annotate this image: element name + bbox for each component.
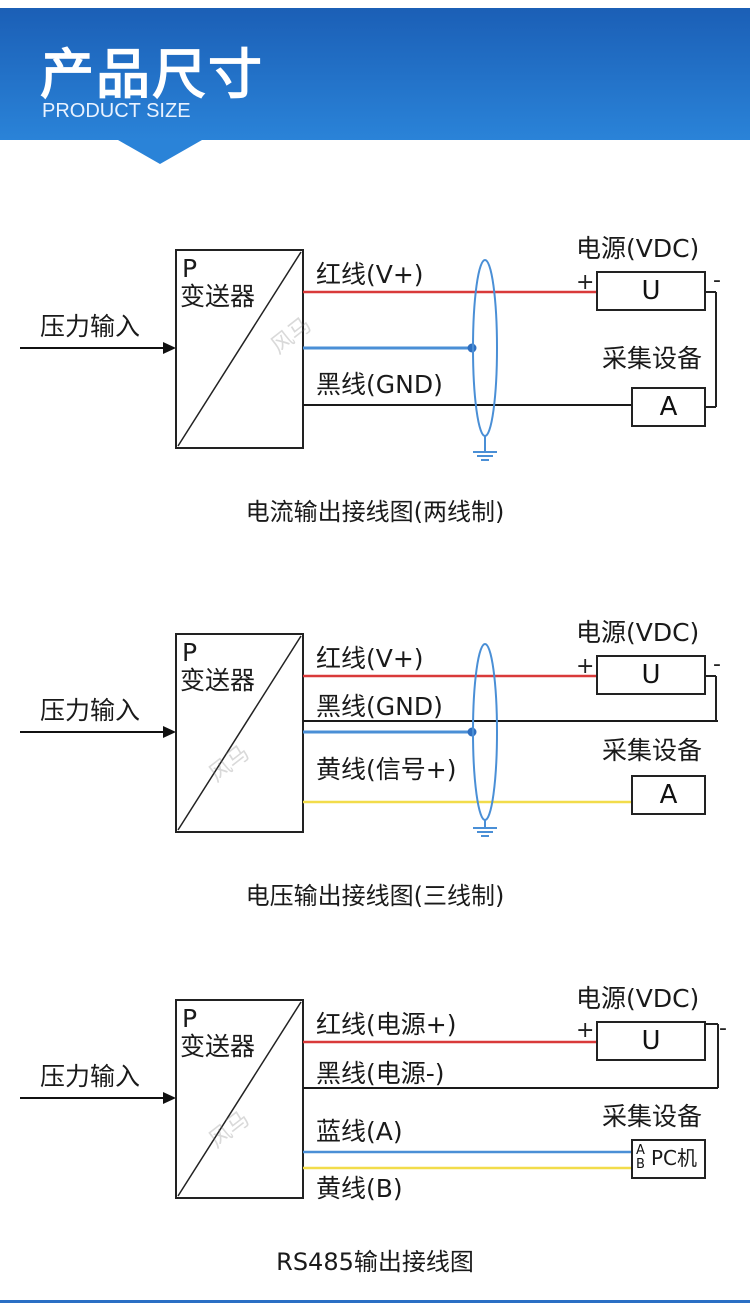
yellow-wire-label: 黄线(B) [316, 1174, 403, 1203]
red-wire-label: 红线(V+) [316, 644, 424, 673]
acquisition-label: 采集设备 [602, 736, 703, 765]
page-title: 产品尺寸 [40, 43, 264, 106]
power-supply-label: 电源(VDC) [576, 618, 700, 647]
u-box-label: U [641, 276, 661, 306]
u-box-label: U [641, 1026, 661, 1056]
transmitter-name-label: 变送器 [180, 666, 256, 695]
black-wire-label: 黑线(GND) [316, 692, 443, 721]
diagram3-wiring [20, 999, 719, 1199]
diagram2-caption: 电压输出接线图(三线制) [245, 882, 505, 910]
u-box-label: U [641, 660, 661, 690]
diagram-current-output: 压力输入 P 变送器 红线(V+) 黑线(GND) 电源(VDC) 采集设备 +… [0, 230, 750, 530]
a-box-label: A [659, 392, 678, 422]
pc-port-a: A [636, 1143, 645, 1158]
bottom-divider [0, 1300, 750, 1303]
plus-sign: + [576, 654, 595, 679]
diagram3-caption: RS485输出接线图 [276, 1248, 474, 1276]
pressure-input-label: 压力输入 [40, 1062, 141, 1091]
banner-pointer [118, 140, 202, 164]
acquisition-label: 采集设备 [602, 344, 703, 373]
transmitter-name-label: 变送器 [180, 282, 256, 311]
pc-label: PC机 [651, 1146, 698, 1170]
minus-sign: - [713, 268, 721, 293]
red-wire-label: 红线(电源+) [316, 1010, 457, 1039]
diagram1-wiring [20, 249, 717, 461]
diagram2-wiring [20, 633, 718, 837]
diagram-rs485-output: 压力输入 P 变送器 红线(电源+) 黑线(电源-) 蓝线(A) 黄线(B) 电… [0, 980, 750, 1280]
black-wire-label: 黑线(GND) [316, 370, 443, 399]
minus-sign: - [719, 1016, 727, 1041]
minus-sign: - [713, 652, 721, 677]
black-wire-label: 黑线(电源-) [316, 1059, 445, 1088]
a-box-label: A [659, 780, 678, 810]
yellow-wire-label: 黄线(信号+) [316, 755, 457, 784]
power-supply-label: 电源(VDC) [576, 984, 700, 1013]
pc-port-b: B [636, 1157, 645, 1172]
blue-wire-label: 蓝线(A) [316, 1117, 403, 1146]
transmitter-p-label: P [182, 638, 198, 667]
transmitter-name-label: 变送器 [180, 1032, 256, 1061]
diagram1-caption: 电流输出接线图(两线制) [245, 498, 505, 526]
acquisition-label: 采集设备 [602, 1102, 703, 1131]
page-subtitle: PRODUCT SIZE [42, 100, 191, 122]
red-wire-label: 红线(V+) [316, 260, 424, 289]
transmitter-p-label: P [182, 254, 198, 283]
pressure-input-label: 压力输入 [40, 696, 141, 725]
diagram-voltage-output: 压力输入 P 变送器 红线(V+) 黑线(GND) 黄线(信号+) 电源(VDC… [0, 614, 750, 914]
pressure-input-label: 压力输入 [40, 312, 141, 341]
header-banner: 产品尺寸 PRODUCT SIZE [0, 8, 750, 140]
power-supply-label: 电源(VDC) [576, 234, 700, 263]
plus-sign: + [576, 1018, 595, 1043]
transmitter-p-label: P [182, 1004, 198, 1033]
plus-sign: + [576, 270, 595, 295]
